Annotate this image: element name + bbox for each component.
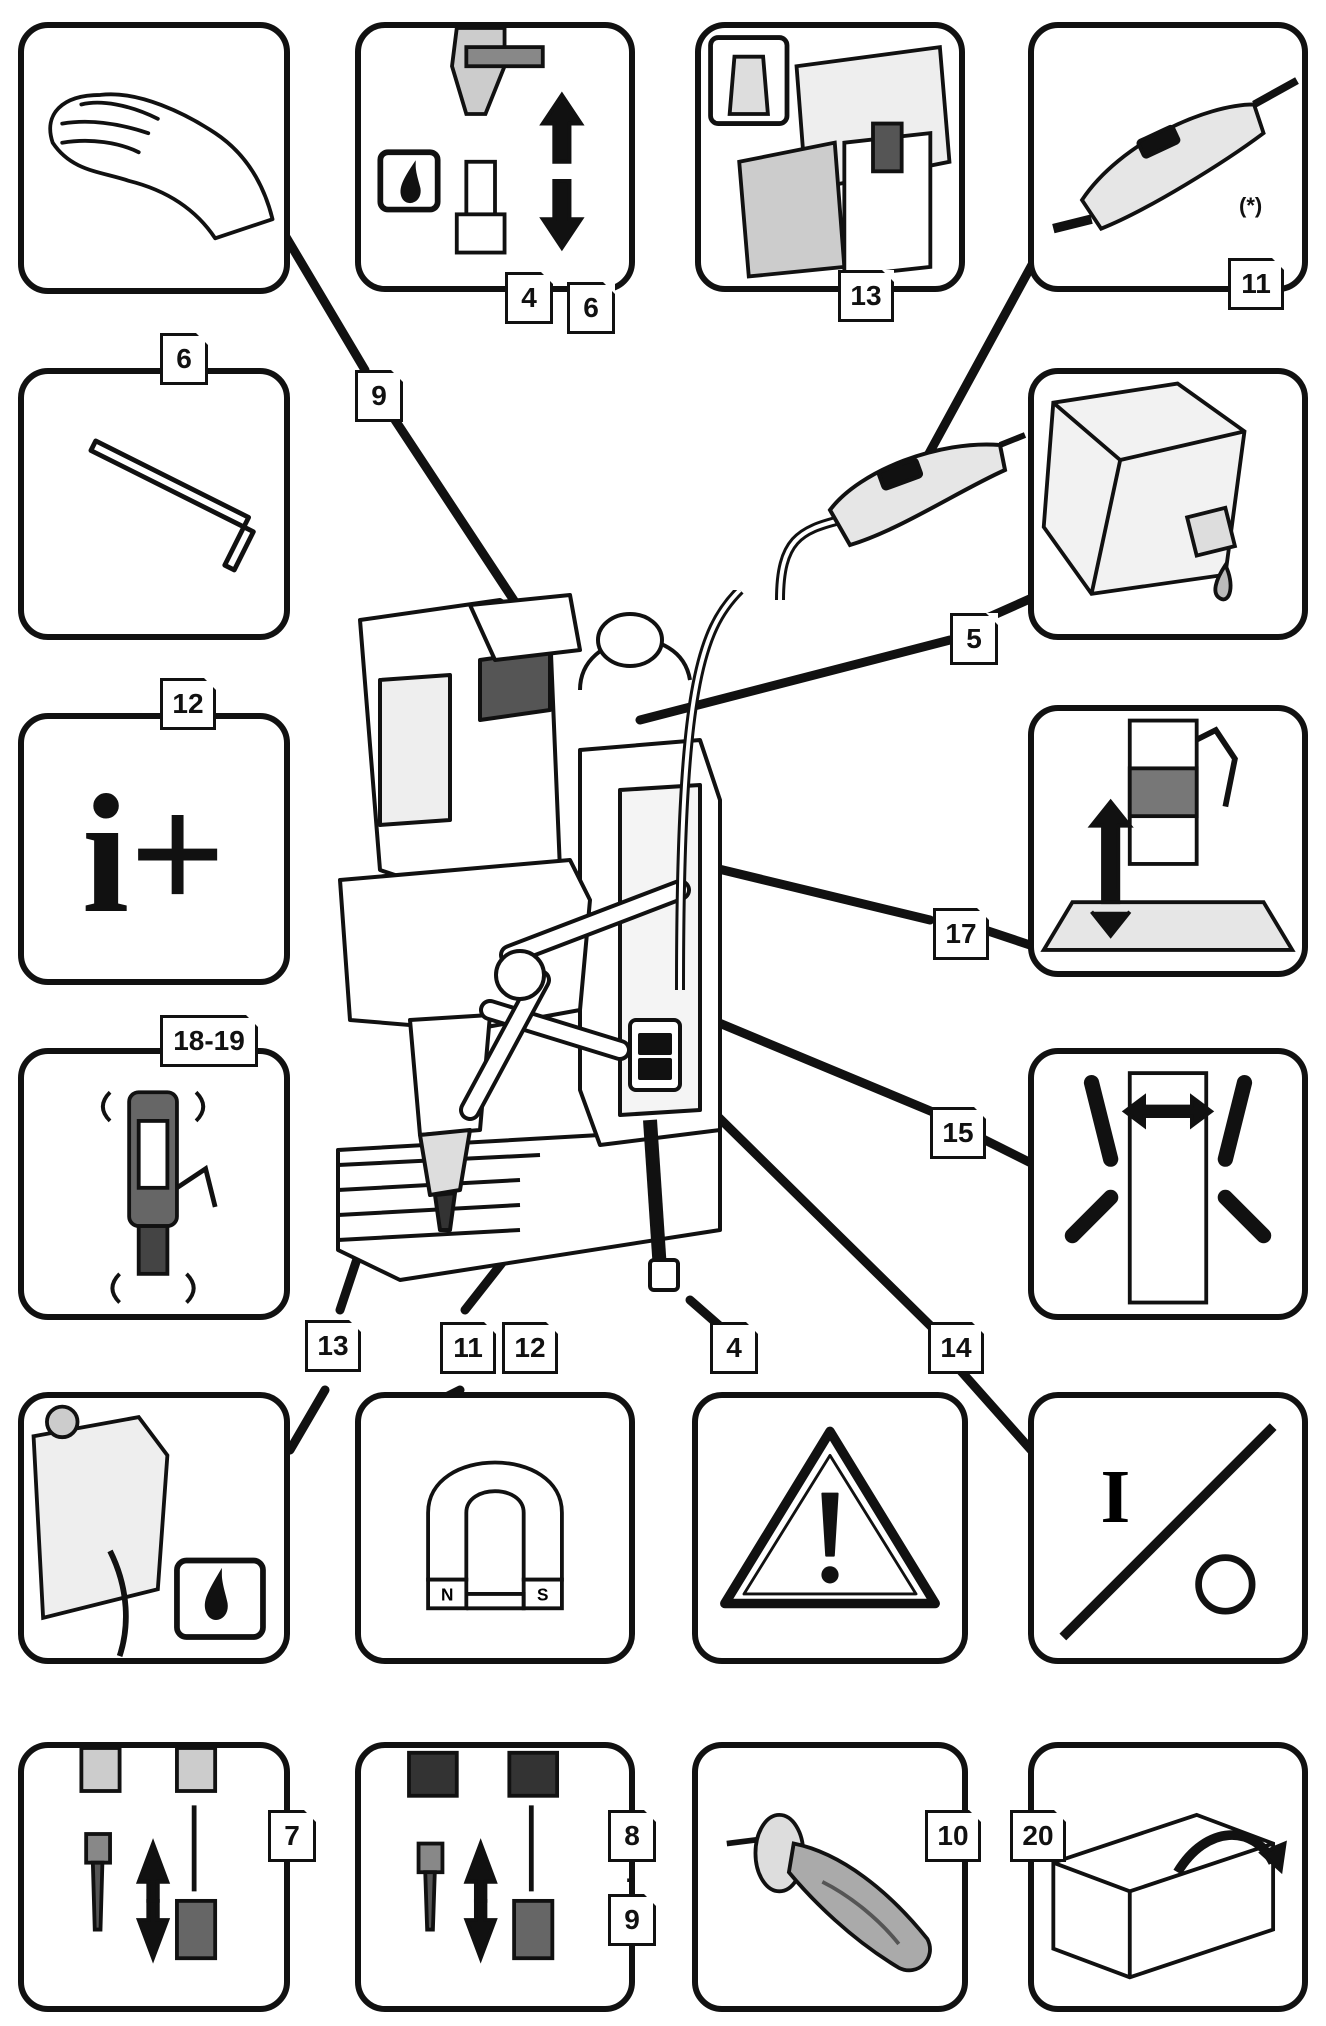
ref-tag-12-left: 12	[160, 678, 216, 730]
panel-on-off: I	[1028, 1392, 1308, 1664]
panel-arbor-cutters-a	[18, 1742, 290, 2012]
ref-tag-10: 10	[925, 1810, 981, 1862]
ref-tag-6-top: 6	[567, 282, 615, 334]
handle-side-switch-icon	[1064, 1071, 1272, 1305]
info-plus-symbol: i+	[81, 760, 227, 948]
ref-tag-8: 8	[608, 1810, 656, 1862]
ref-tag-5: 5	[950, 613, 998, 665]
panel-hex-key	[18, 368, 290, 640]
panel-warning	[692, 1392, 968, 1664]
feed-stroke-icon	[1040, 718, 1296, 952]
inline-switch-plug-illustration	[775, 432, 1027, 601]
arbor-change-icon	[377, 28, 585, 255]
side-handle-icon	[726, 1812, 932, 1973]
magnet-south-label: S	[537, 1585, 548, 1605]
coolant-bottle-icon	[1041, 381, 1247, 602]
ref-tag-range-separator: -	[626, 1862, 636, 1895]
ref-tag-14: 14	[928, 1322, 984, 1374]
ref-tag-11-bottom: 11	[440, 1322, 496, 1374]
magnet-icon: N S	[426, 1460, 564, 1611]
packaging-box-icon	[1051, 1812, 1287, 1980]
panel-stroke-adjust	[1028, 705, 1308, 977]
coolant-tap-icon	[31, 1404, 266, 1657]
vibration-icon	[100, 1090, 218, 1304]
ref-tag-13-top: 13	[838, 270, 894, 322]
warning-triangle-icon	[720, 1426, 940, 1609]
lubrication-icon	[708, 35, 952, 279]
ref-tag-9-bottom: 9	[608, 1894, 656, 1946]
panel-vibration	[18, 1048, 290, 1320]
ref-tag-7: 7	[268, 1810, 316, 1862]
panel-lubrication	[695, 22, 965, 292]
panel-arbor-coolant	[355, 22, 635, 292]
panel-magnet: N S	[355, 1392, 635, 1664]
on-off-switch-icon: I	[1059, 1423, 1277, 1641]
panel-arbor-cutters-b	[355, 1742, 635, 2012]
ref-tag-12-bottom: 12	[502, 1322, 558, 1374]
plug-icon	[1052, 77, 1299, 234]
ref-tag-17: 17	[933, 908, 989, 960]
ref-tag-18-19: 18-19	[160, 1015, 258, 1067]
ref-tag-11-top: 11	[1228, 258, 1284, 310]
ref-tag-15: 15	[930, 1107, 986, 1159]
panel-plug: (*)	[1028, 22, 1308, 292]
asterisk-note: (*)	[1239, 193, 1263, 218]
panel-side-handle	[692, 1742, 968, 2012]
panel-coolant-tap	[18, 1392, 290, 1664]
arbor-cutter-change-icon-a	[79, 1748, 218, 1964]
panel-handle-switch	[1028, 1048, 1308, 1320]
ref-tag-13-bottom: 13	[305, 1320, 361, 1372]
ref-tag-9-top: 9	[355, 370, 403, 422]
panel-packaging	[1028, 1742, 1308, 2012]
ref-tag-4-bottom: 4	[710, 1322, 758, 1374]
panel-coolant-bottle	[1028, 368, 1308, 640]
magnetic-drill-illustration	[336, 590, 744, 1292]
panel-information: i+	[18, 713, 290, 985]
hand-icon	[48, 92, 275, 241]
panel-hand-grip	[18, 22, 290, 294]
hex-key-icon	[88, 438, 256, 573]
ref-tag-20: 20	[1010, 1810, 1066, 1862]
magnet-north-label: N	[441, 1585, 453, 1605]
arbor-cutter-change-icon-b	[407, 1750, 560, 1964]
on-symbol: I	[1101, 1454, 1131, 1539]
ref-tag-6-left: 6	[160, 333, 208, 385]
ref-tag-4-top: 4	[505, 272, 553, 324]
